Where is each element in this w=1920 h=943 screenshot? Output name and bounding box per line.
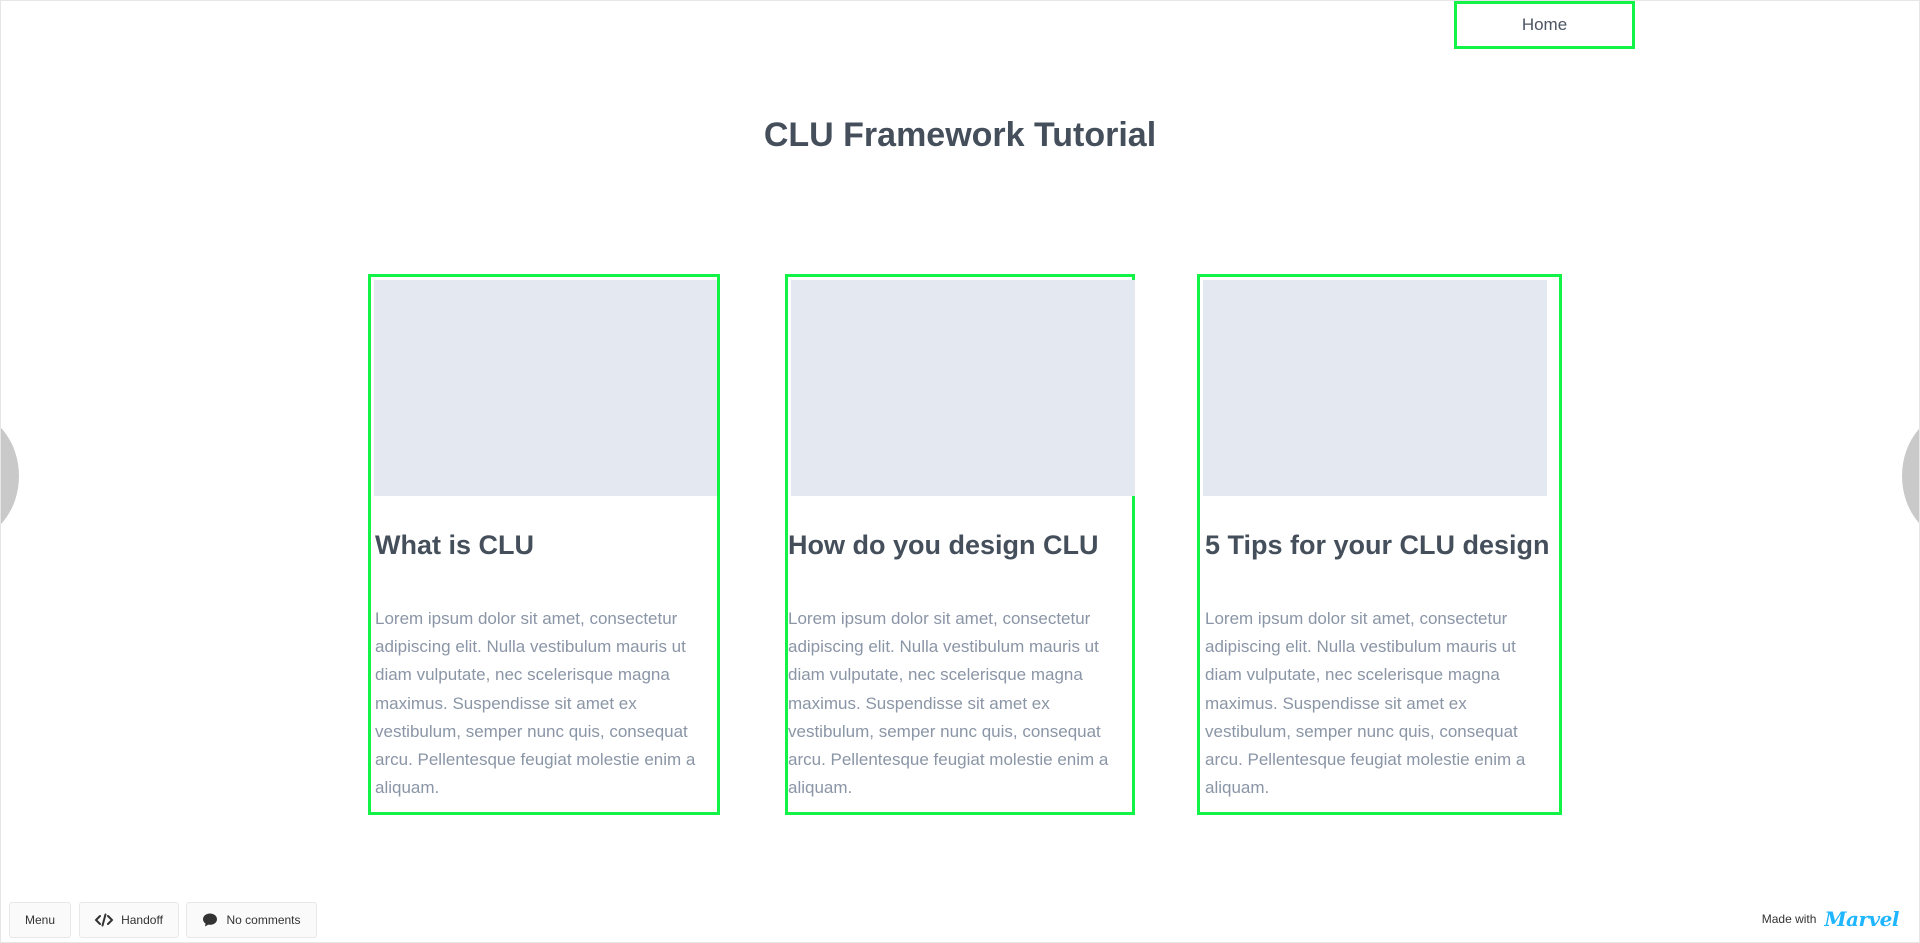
comment-icon [202,912,218,928]
card-body: Lorem ipsum dolor sit amet, consectetur … [1205,609,1526,798]
code-icon [95,913,114,927]
next-screen-arrow[interactable] [1902,411,1919,541]
prev-screen-arrow[interactable] [1,411,19,541]
card-5-tips-clu[interactable]: 5 Tips for your CLU design Lorem ipsum d… [1197,274,1562,815]
card-title: 5 Tips for your CLU design [1205,530,1550,560]
home-hotspot[interactable]: Home [1454,1,1635,49]
menu-label: Menu [24,913,56,927]
card-title: How do you design CLU [788,530,1099,560]
card-title: What is CLU [375,530,534,560]
marvel-logo: Marvel [1824,907,1899,931]
made-with-label: Made with [1761,912,1817,926]
card-image-placeholder [374,280,717,496]
card-what-is-clu[interactable]: What is CLU Lorem ipsum dolor sit amet, … [368,274,720,815]
card-image-placeholder [1203,280,1547,496]
handoff-button[interactable]: Handoff [79,902,179,938]
handoff-label: Handoff [121,913,163,927]
menu-button[interactable]: Menu [9,902,71,938]
made-with-marvel[interactable]: Made with Marvel [1761,907,1900,931]
card-how-design-clu[interactable]: How do you design CLU Lorem ipsum dolor … [785,274,1135,815]
card-image-placeholder [791,280,1135,496]
card-body: Lorem ipsum dolor sit amet, consectetur … [788,609,1109,798]
comments-button[interactable]: No comments [186,902,317,938]
card-body: Lorem ipsum dolor sit amet, consectetur … [375,609,696,798]
comments-label: No comments [226,913,301,927]
page-title: CLU Framework Tutorial [763,116,1157,154]
